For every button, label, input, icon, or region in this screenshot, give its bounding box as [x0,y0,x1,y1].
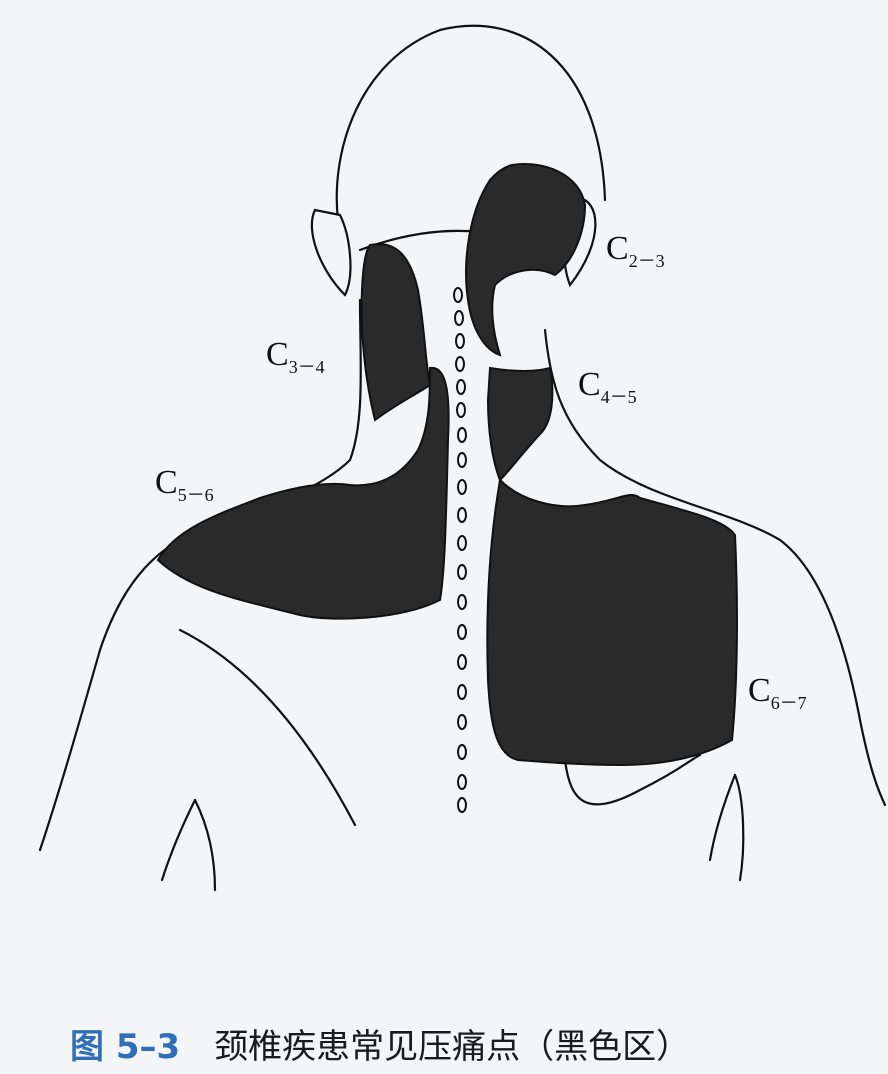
label-c6-7: C6－7 [748,674,807,708]
spine-vertebrae [454,288,466,812]
right-armpit-contour-2 [710,775,735,860]
left-armpit-contour-2 [162,800,195,880]
left-arm-contour [180,630,355,825]
label-c3-4-sub: 3－4 [289,357,325,377]
tender-area-c4-5 [488,368,552,480]
label-c3-4-main: C [266,336,289,373]
vertebra-15 [458,655,466,669]
left-ear [312,210,351,295]
figure-caption: 图 5–3 颈椎疾患常见压痛点（黑色区） [70,1018,850,1068]
vertebra-5 [457,380,465,394]
vertebra-14 [458,625,466,639]
vertebra-20 [458,798,466,812]
label-c4-5: C4－5 [578,368,637,402]
vertebra-17 [458,715,466,729]
vertebra-3 [456,334,464,348]
label-c6-7-main: C [748,672,771,709]
neck-back-diagram [0,0,888,980]
vertebra-6 [457,403,465,417]
label-c2-3-main: C [606,230,629,267]
vertebra-2 [455,311,463,325]
figure-number: 图 5–3 [70,1019,180,1068]
label-c5-6-main: C [155,464,178,501]
left-armpit-contour [195,800,215,890]
label-c5-6: C5－6 [155,466,214,500]
label-c5-6-sub: 5－6 [178,485,214,505]
label-c2-3: C2－3 [606,232,665,266]
vertebra-9 [458,480,466,494]
vertebra-13 [458,595,466,609]
vertebra-16 [458,685,466,699]
vertebra-8 [458,453,466,467]
tender-area-c3-4 [362,244,430,420]
vertebra-12 [458,565,466,579]
label-c4-5-main: C [578,366,601,403]
tender-area-c6-7 [487,480,737,765]
label-c3-4: C3－4 [266,338,325,372]
tender-area-c2-3 [466,164,585,355]
label-c6-7-sub: 6－7 [771,693,807,713]
vertebra-11 [458,536,466,550]
vertebra-4 [456,357,464,371]
vertebra-10 [458,508,466,522]
vertebra-1 [454,288,462,302]
label-c2-3-sub: 2－3 [629,251,665,271]
figure-caption-text: 颈椎疾患常见压痛点（黑色区） [214,1019,690,1068]
vertebra-18 [458,745,466,759]
vertebra-19 [458,775,466,789]
label-c4-5-sub: 4－5 [601,387,637,407]
vertebra-7 [458,428,466,442]
right-armpit-contour [735,775,743,880]
